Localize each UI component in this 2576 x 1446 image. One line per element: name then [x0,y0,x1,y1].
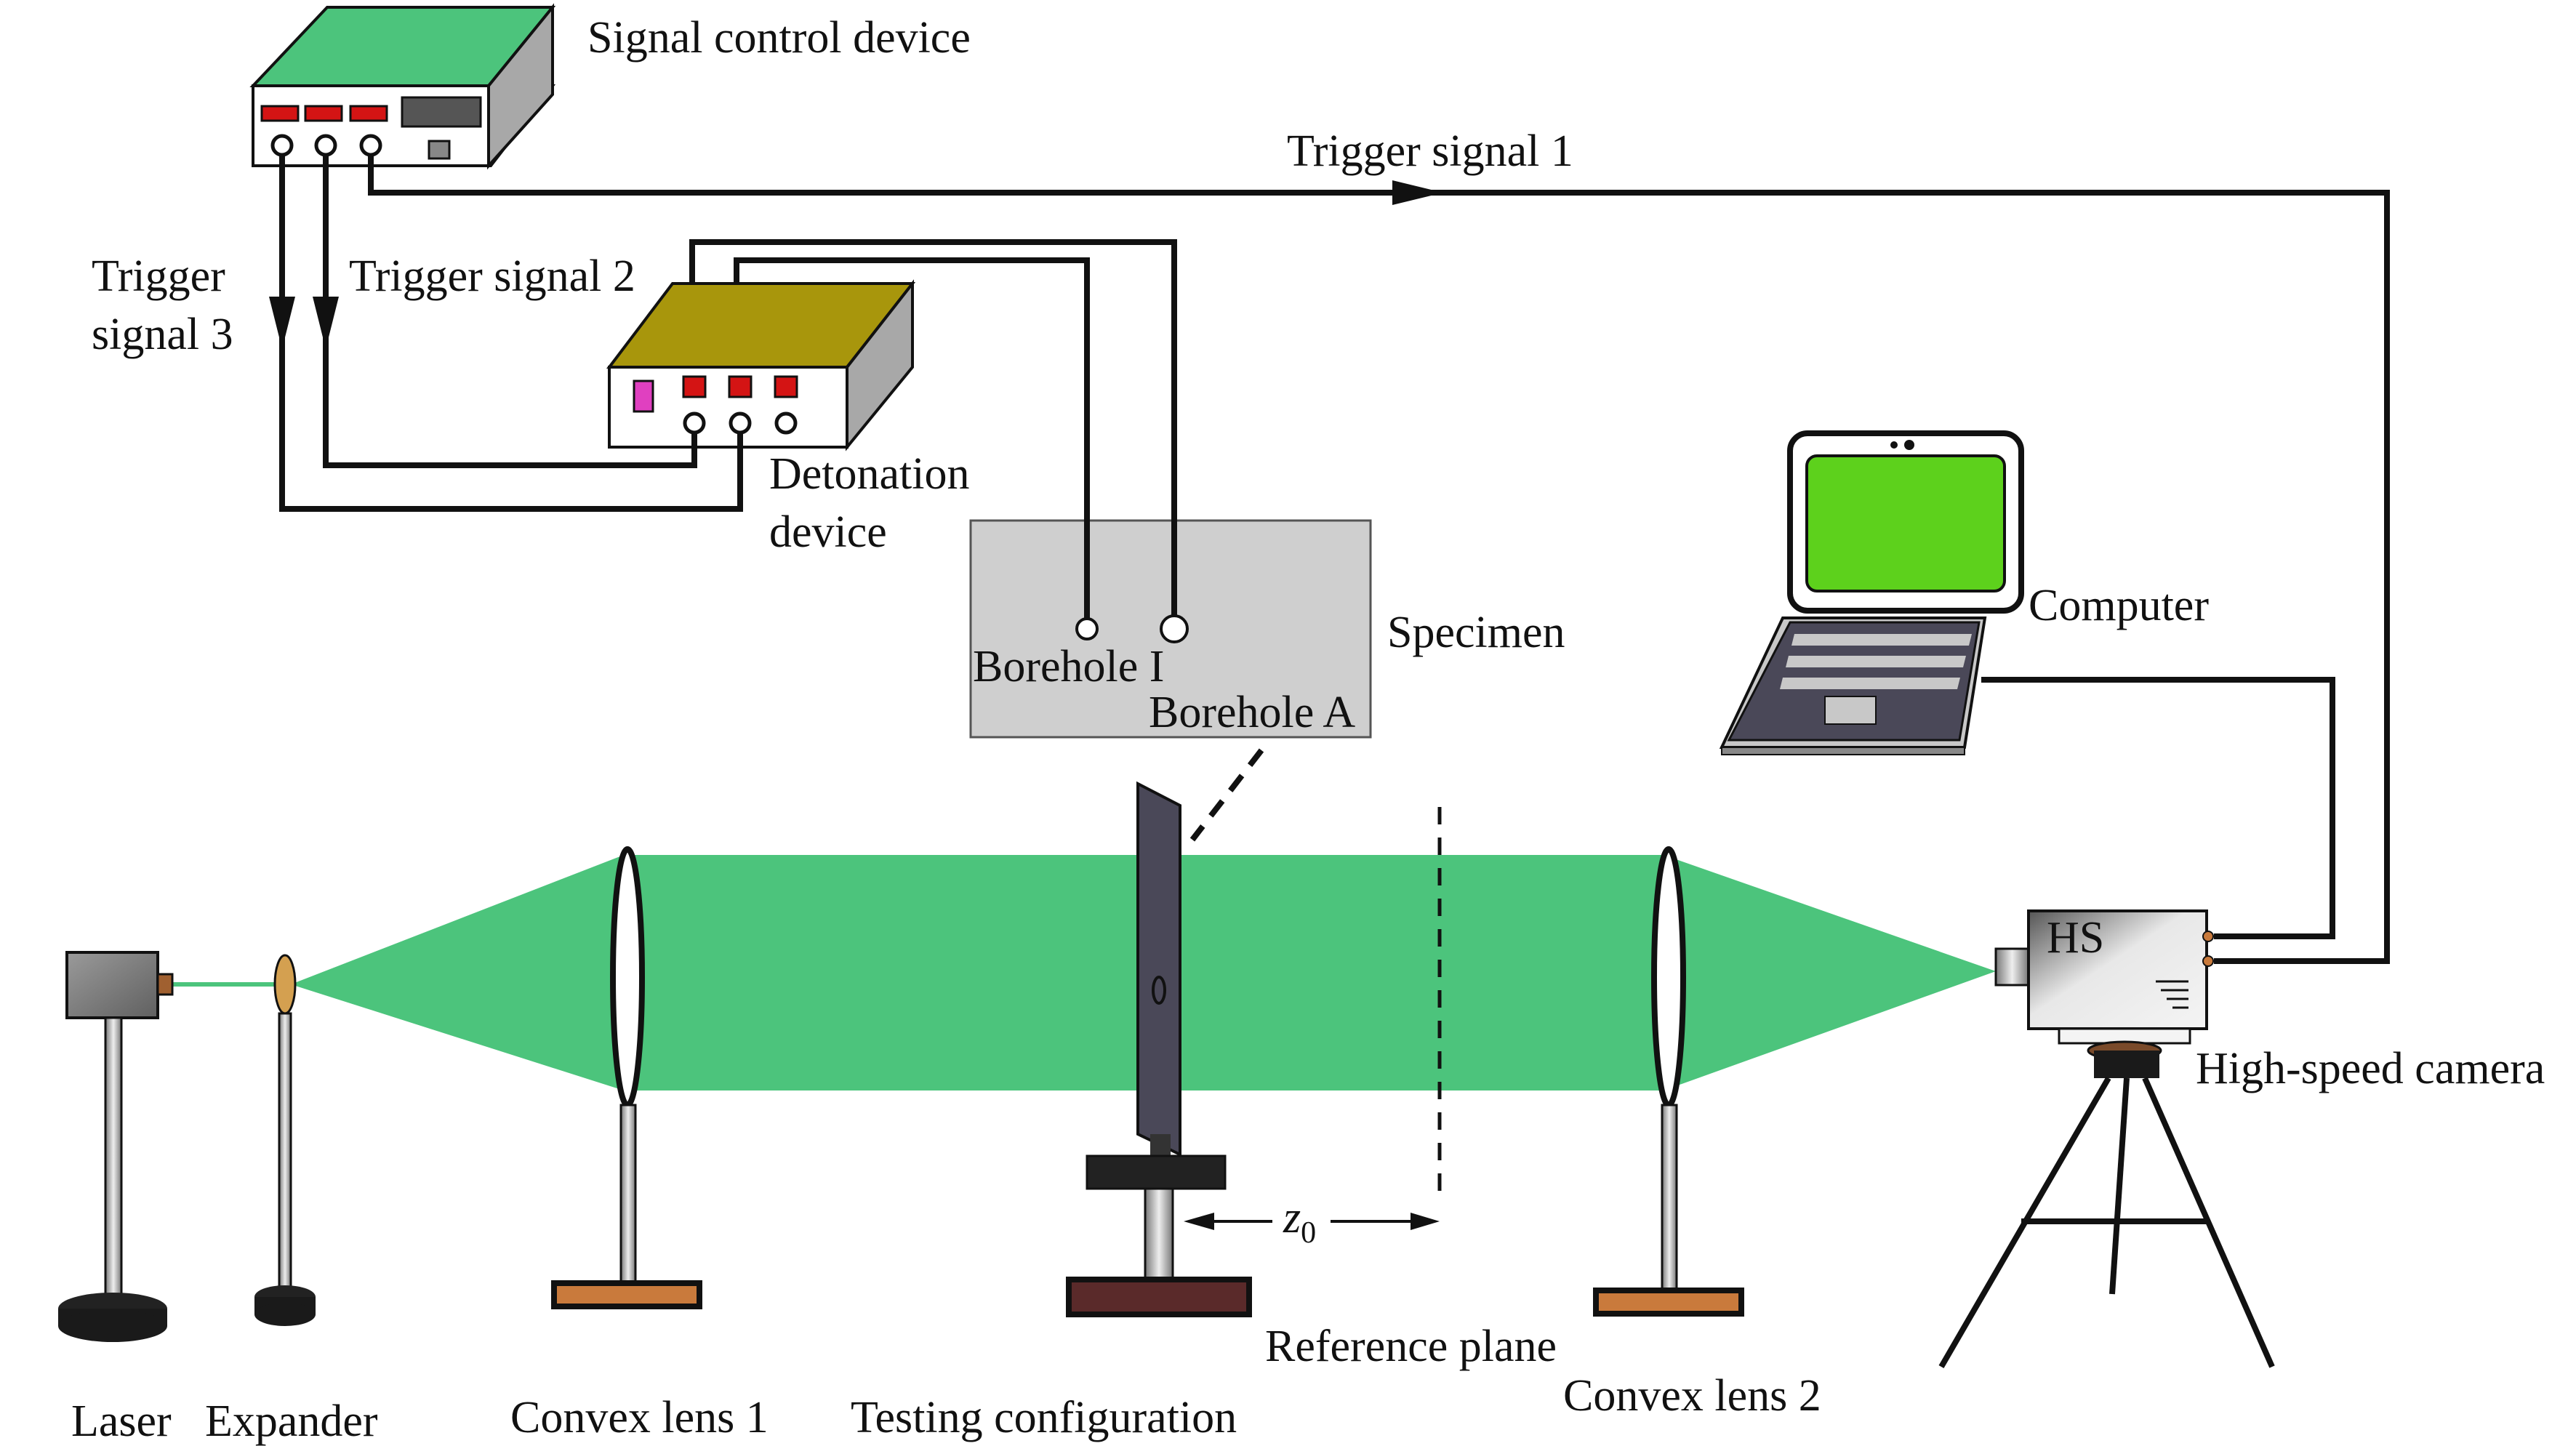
borehole-i-label: Borehole I [973,642,1164,691]
laser-post [104,1016,123,1303]
convex-lens-1-label: Convex lens 1 [510,1393,769,1442]
specimen-label: Specimen [1387,608,1565,657]
wire-borehole-a [689,239,1177,616]
camera-lens [1994,947,2030,987]
high-speed-camera [1938,909,2275,1369]
signal-control-switch [428,140,451,160]
converging-beam [1664,855,1996,1090]
signal-control-label: Signal control device [587,13,971,63]
signal-wires [269,155,2390,964]
camera-body [2027,909,2208,1030]
camera-vent [2156,980,2188,1009]
signal-control-port-2 [314,134,337,157]
detonation-label-line1: Detonation [769,449,970,499]
convex-lens-2-post [1661,1104,1678,1292]
testing-configuration [1066,781,1252,1317]
expander-label: Expander [205,1397,378,1446]
convex-lens-2-base [1593,1288,1744,1317]
signal-control-port-3 [270,134,294,157]
detonation-port-2 [729,411,752,435]
test-base [1066,1277,1252,1317]
trigger-3-arrow [269,297,295,349]
trigger-signal-3-label-line1: Trigger [92,252,225,301]
trigger-wire-1 [368,155,2390,964]
test-plate [1136,781,1181,1157]
trigger-2-arrow [313,297,339,349]
convex-lens-1 [551,846,702,1309]
z0-label: z0 [1283,1193,1316,1250]
signal-control-indicators [260,105,388,122]
signal-control-device [249,3,556,170]
laser-label: Laser [71,1397,172,1446]
convex-lens-2-label: Convex lens 2 [1563,1371,1821,1421]
computer [1719,430,2024,755]
borehole-i [1075,617,1099,640]
tripod-head [2094,1051,2159,1078]
signal-control-display [401,96,482,128]
trigger-signal-3-label-line2: signal 3 [92,310,233,359]
hs-label: HS [2047,913,2104,963]
detonation-label-line2: device [769,507,887,557]
detonation-port-3 [774,411,798,435]
test-post [1144,1187,1174,1281]
convex-lens-2 [1593,846,1744,1317]
detonation-device [606,279,916,451]
computer-label: Computer [2029,581,2209,630]
laser-beam [167,855,1996,1090]
expander [254,954,316,1326]
expander-post [278,1012,292,1291]
signal-control-port-1 [359,134,382,157]
computer-camera-wire [1981,677,2335,939]
tripod-legs [1938,1076,2275,1369]
computer-touchpad [1824,696,1877,725]
specimen-leader [1189,748,1264,842]
laser-head [65,951,159,1019]
test-holder-clamp [1086,1154,1227,1190]
diverging-beam [291,855,624,1090]
convex-lens-1-post [619,1104,637,1285]
reference-plane-label: Reference plane [1265,1322,1557,1371]
computer-screen [1805,454,2006,593]
convex-lens-1-glass [610,846,645,1108]
test-plate-hole [1152,976,1166,1005]
trigger-signal-1-label: Trigger signal 1 [1287,126,1573,176]
high-speed-camera-label: High-speed camera [2196,1044,2545,1093]
borehole-a-label: Borehole A [1149,688,1355,737]
convex-lens-1-base [551,1280,702,1309]
trigger-1-arrow [1392,180,1443,205]
detonation-port-1 [683,411,706,435]
testing-configuration-label: Testing configuration [851,1393,1237,1442]
borehole-a [1160,614,1189,643]
expander-lens [273,954,297,1015]
trigger-signal-2-label: Trigger signal 2 [349,252,635,301]
z0-dimension [1184,1213,1440,1230]
convex-lens-2-glass [1651,846,1686,1108]
laser [58,951,174,1342]
detonation-indicator [633,379,654,413]
wire-borehole-i [734,257,1090,619]
